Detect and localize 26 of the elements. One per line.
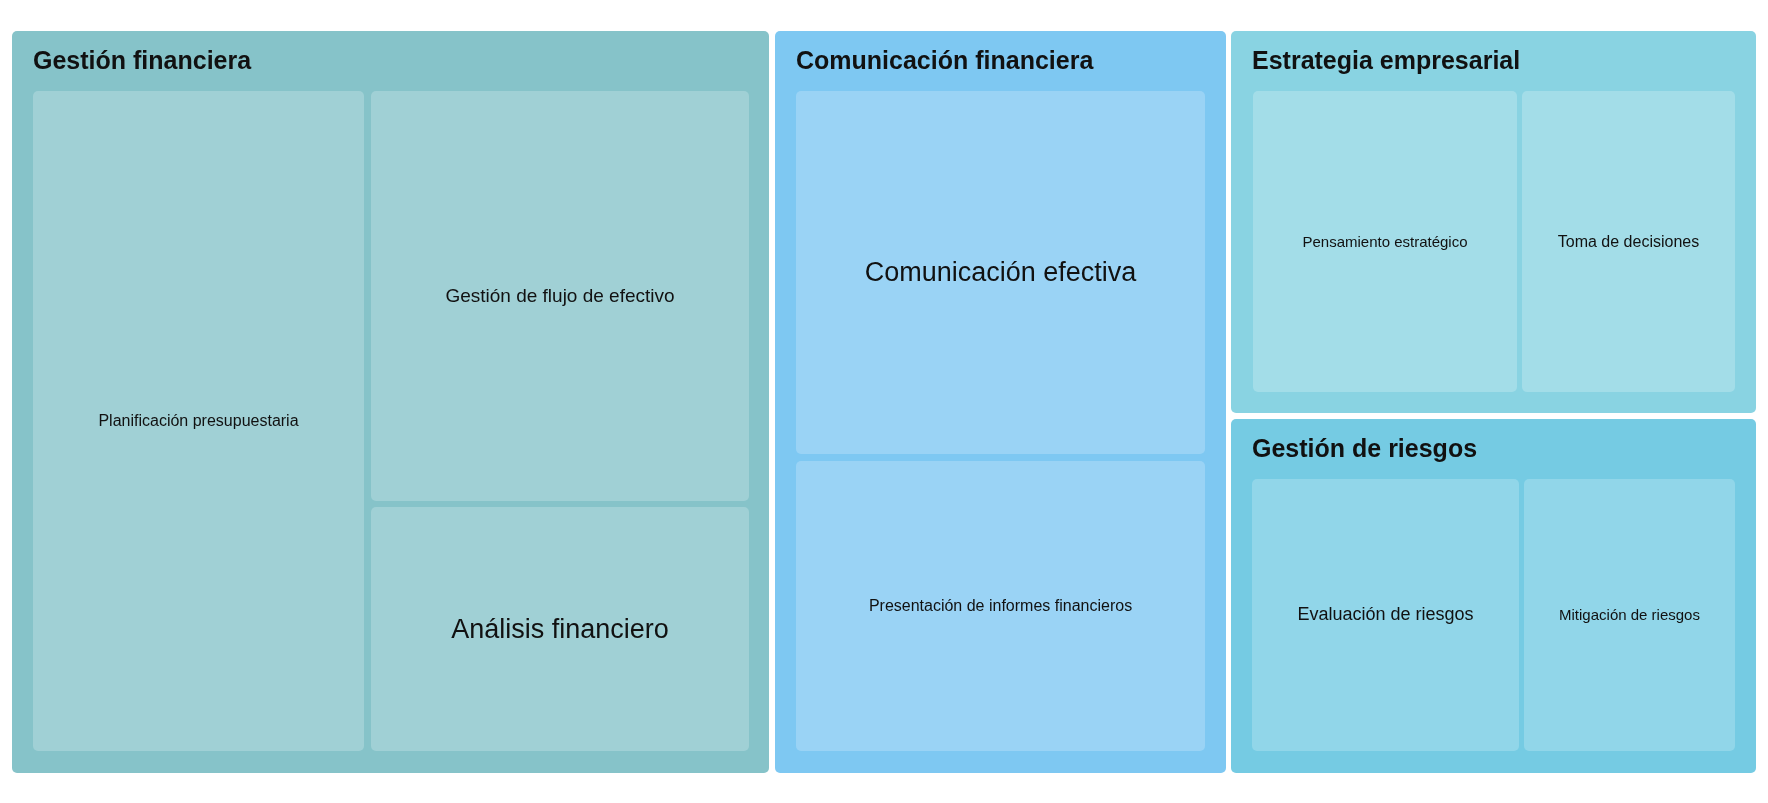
tile-label: Análisis financiero xyxy=(450,612,670,646)
tile-label: Evaluación de riesgos xyxy=(1296,604,1475,626)
tile-label: Mitigación de riesgos xyxy=(1558,606,1701,624)
treemap-tile xyxy=(1252,479,1519,751)
category-panel xyxy=(1231,31,1756,413)
category-title: Gestión de riesgos xyxy=(1252,433,1478,463)
category-panel xyxy=(775,31,1226,773)
treemap-tile xyxy=(796,91,1205,454)
treemap-tile xyxy=(33,91,364,751)
treemap-tile xyxy=(1524,479,1735,751)
treemap-tile xyxy=(371,507,749,751)
category-panel xyxy=(1231,419,1756,773)
treemap-tile xyxy=(1253,91,1517,392)
treemap-tile xyxy=(371,91,749,501)
tile-label: Toma de decisiones xyxy=(1556,231,1701,252)
category-title: Comunicación financiera xyxy=(796,45,1094,75)
tile-label: Pensamiento estratégico xyxy=(1301,232,1469,251)
category-title: Estrategia empresarial xyxy=(1252,45,1521,75)
tile-label: Planificación presupuestaria xyxy=(97,411,300,431)
treemap-tile xyxy=(1522,91,1735,392)
category-panel xyxy=(12,31,769,773)
tile-label: Gestión de flujo de efectivo xyxy=(444,284,676,308)
category-title: Gestión financiera xyxy=(33,45,252,75)
treemap-tile xyxy=(796,461,1205,751)
tile-label: Presentación de informes financieros xyxy=(867,596,1134,616)
tile-label: Comunicación efectiva xyxy=(863,256,1138,289)
